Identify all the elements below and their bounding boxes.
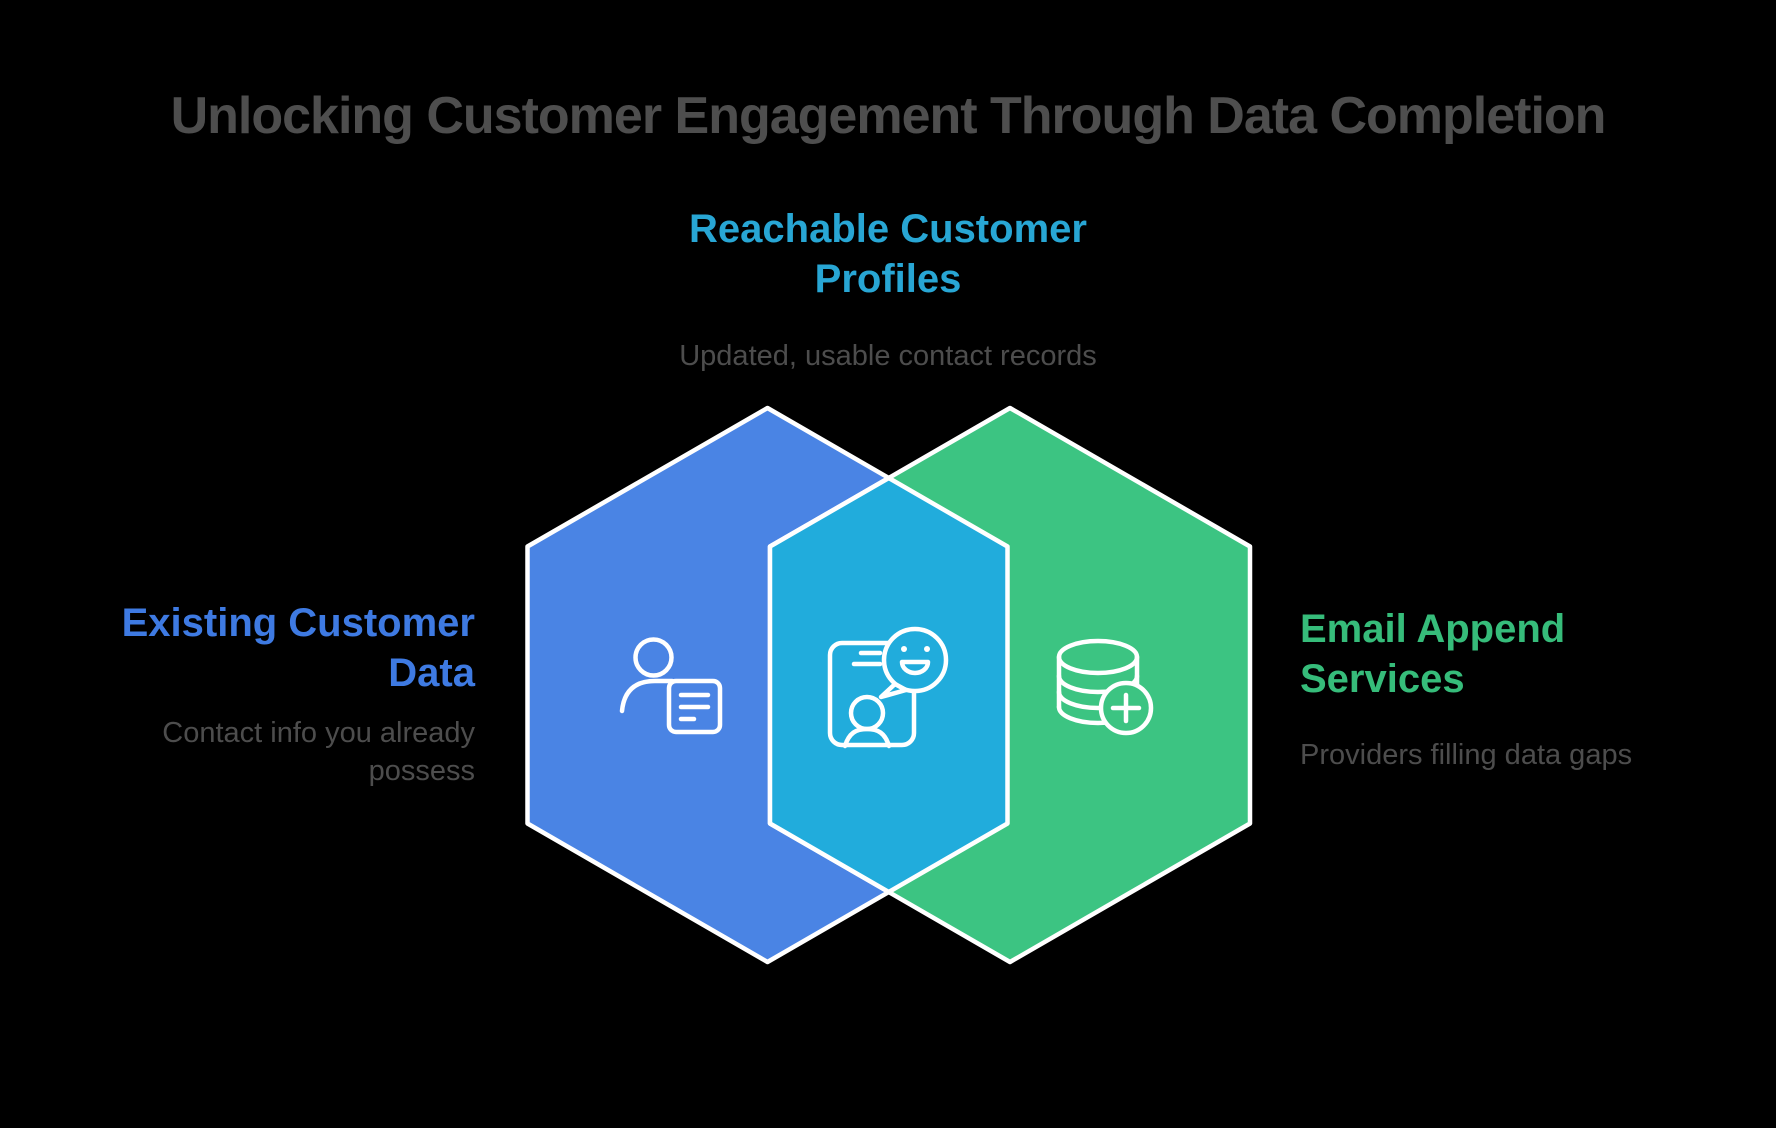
person-document-icon — [619, 637, 723, 735]
top-set-description: Updated, usable contact records — [679, 340, 1097, 372]
right-set-description: Providers filling data gaps — [1300, 739, 1633, 771]
left-set-description: Contact info you already possess — [162, 717, 475, 787]
page-title: Unlocking Customer Engagement Through Da… — [170, 87, 1607, 145]
phone-chat-icon — [827, 626, 949, 749]
top-set-label: Reachable Customer Profiles — [689, 207, 1087, 301]
overlap-hexagon — [767, 475, 1010, 895]
right-set-label: Email Append Services — [1300, 607, 1566, 701]
database-add-icon — [1056, 638, 1154, 736]
left-set-label: Existing Customer Data — [121, 601, 475, 695]
